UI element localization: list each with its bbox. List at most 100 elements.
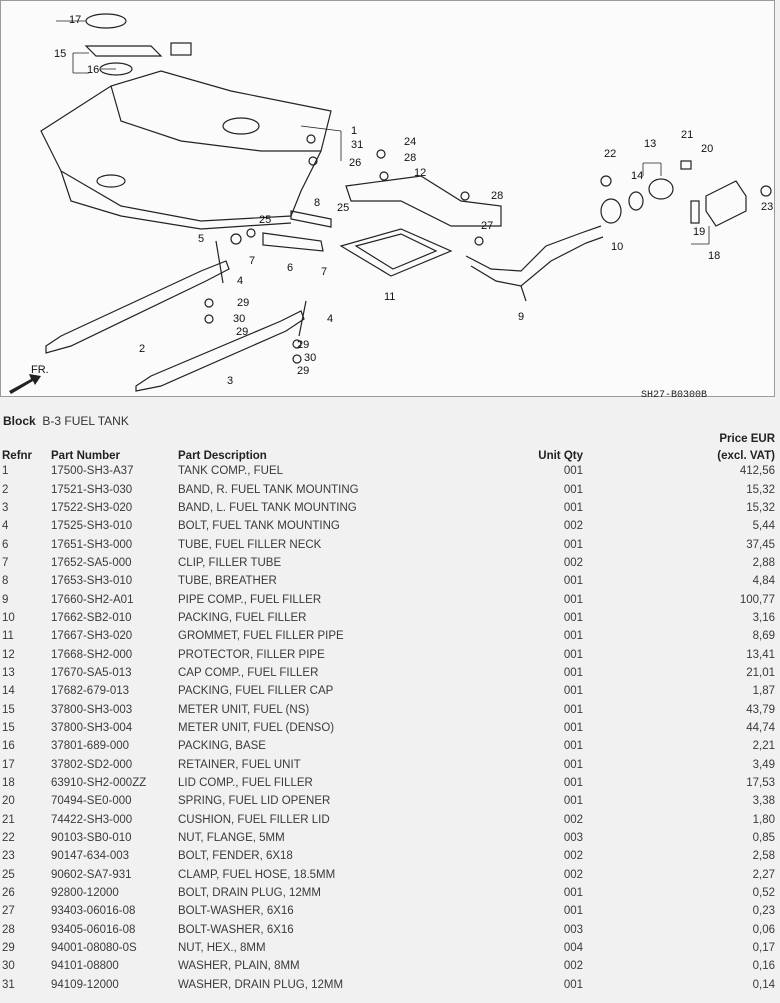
description-cell: RETAINER, FUEL UNIT	[178, 758, 301, 771]
unit-qty-cell: 001	[563, 501, 583, 514]
fuel-lid-shape	[705, 180, 747, 227]
part-number-cell: 17651-SH3-000	[51, 538, 133, 551]
part-number-cell: 93403-06016-08	[51, 905, 136, 918]
price-cell: 0,06	[752, 923, 775, 936]
description-cell: PROTECTOR, FILLER PIPE	[178, 648, 325, 661]
refnr-cell: 28	[2, 923, 15, 936]
description-cell: BOLT, FUEL TANK MOUNTING	[178, 520, 340, 533]
retainer-shape	[85, 13, 127, 29]
refnr-cell: 26	[2, 887, 15, 900]
price-cell: 0,85	[752, 832, 775, 845]
refnr-cell: 6	[2, 538, 9, 551]
callout-number: 16	[87, 64, 99, 76]
refnr-cell: 7	[2, 556, 9, 569]
header-part-number: Part Number	[51, 450, 121, 462]
part-number-cell: 90147-634-003	[51, 850, 130, 863]
price-cell: 17,53	[746, 777, 775, 790]
part-number-cell: 17668-SH2-000	[51, 648, 133, 661]
callout-number: 31	[351, 139, 363, 151]
price-cell: 2,88	[752, 556, 775, 569]
description-cell: TUBE, FUEL FILLER NECK	[178, 538, 322, 551]
description-cell: BOLT, DRAIN PLUG, 12MM	[178, 887, 321, 900]
refnr-cell: 30	[2, 960, 15, 973]
unit-qty-cell: 001	[563, 721, 583, 734]
callout-number: 19	[693, 226, 705, 238]
filler-tube-shape	[262, 232, 324, 252]
price-cell: 5,44	[752, 520, 775, 533]
part-number-cell: 92800-12000	[51, 887, 119, 900]
description-cell: TANK COMP., FUEL	[178, 465, 284, 478]
description-cell: SPRING, FUEL LID OPENER	[178, 795, 331, 808]
description-cell: CLIP, FILLER TUBE	[178, 556, 282, 569]
unit-qty-cell: 001	[563, 777, 583, 790]
unit-qty-cell: 001	[563, 887, 583, 900]
refnr-cell: 3	[2, 501, 9, 514]
description-cell: PACKING, FUEL FILLER	[178, 611, 307, 624]
callout-number: 28	[404, 152, 416, 164]
part-number-cell: 90103-SB0-010	[51, 832, 132, 845]
part-number-cell: 17652-SA5-000	[51, 556, 132, 569]
price-cell: 4,84	[752, 575, 775, 588]
callout-number: 30	[304, 352, 316, 364]
callout-number: 22	[604, 148, 616, 160]
description-cell: PACKING, BASE	[178, 740, 266, 753]
refnr-cell: 17	[2, 758, 15, 771]
refnr-cell: 25	[2, 868, 15, 881]
unit-qty-cell: 001	[563, 630, 583, 643]
description-cell: CUSHION, FUEL FILLER LID	[178, 813, 330, 826]
part-number-cell: 17525-SH3-010	[51, 520, 133, 533]
refnr-cell: 21	[2, 813, 15, 826]
unit-qty-cell: 002	[563, 520, 583, 533]
refnr-cell: 10	[2, 611, 15, 624]
block-title: B-3 FUEL TANK	[42, 414, 129, 428]
callout-number: 21	[681, 129, 693, 141]
unit-qty-cell: 001	[563, 611, 583, 624]
price-cell: 0,23	[752, 905, 775, 918]
price-cell: 15,32	[746, 501, 775, 514]
part-number-cell: 17521-SH3-030	[51, 483, 133, 496]
header-refnr: Refnr	[2, 450, 33, 462]
part-number-cell: 37800-SH3-004	[51, 721, 133, 734]
callout-number: 13	[644, 138, 656, 150]
unit-qty-cell: 001	[563, 538, 583, 551]
description-cell: BAND, L. FUEL TANK MOUNTING	[178, 501, 357, 514]
price-cell: 43,79	[746, 703, 775, 716]
header-price-line1: Price EUR	[719, 433, 775, 445]
callout-number: 17	[69, 14, 81, 26]
description-cell: PIPE COMP., FUEL FILLER	[178, 593, 322, 606]
filler-pipe-shape	[465, 225, 604, 302]
description-cell: PACKING, FUEL FILLER CAP	[178, 685, 334, 698]
unit-qty-cell: 001	[563, 465, 583, 478]
callout-number: 15	[54, 48, 66, 60]
unit-qty-cell: 002	[563, 850, 583, 863]
callout-number: 29	[297, 339, 309, 351]
part-number-cell: 94109-12000	[51, 978, 119, 991]
description-cell: BOLT-WASHER, 6X16	[178, 905, 294, 918]
price-cell: 412,56	[739, 465, 775, 478]
callout-number: 30	[233, 313, 245, 325]
callout-number: 7	[249, 255, 255, 267]
unit-qty-cell: 003	[563, 923, 583, 936]
block-heading: Block B-3 FUEL TANK	[3, 414, 129, 428]
unit-qty-cell: 001	[563, 703, 583, 716]
part-number-cell: 17667-SH3-020	[51, 630, 133, 643]
band-l-shape	[135, 310, 305, 392]
unit-qty-cell: 002	[563, 813, 583, 826]
callout-number: 28	[491, 190, 503, 202]
price-cell: 100,77	[739, 593, 775, 606]
price-cell: 0,17	[752, 942, 775, 955]
part-number-cell: 94101-08800	[51, 960, 119, 973]
